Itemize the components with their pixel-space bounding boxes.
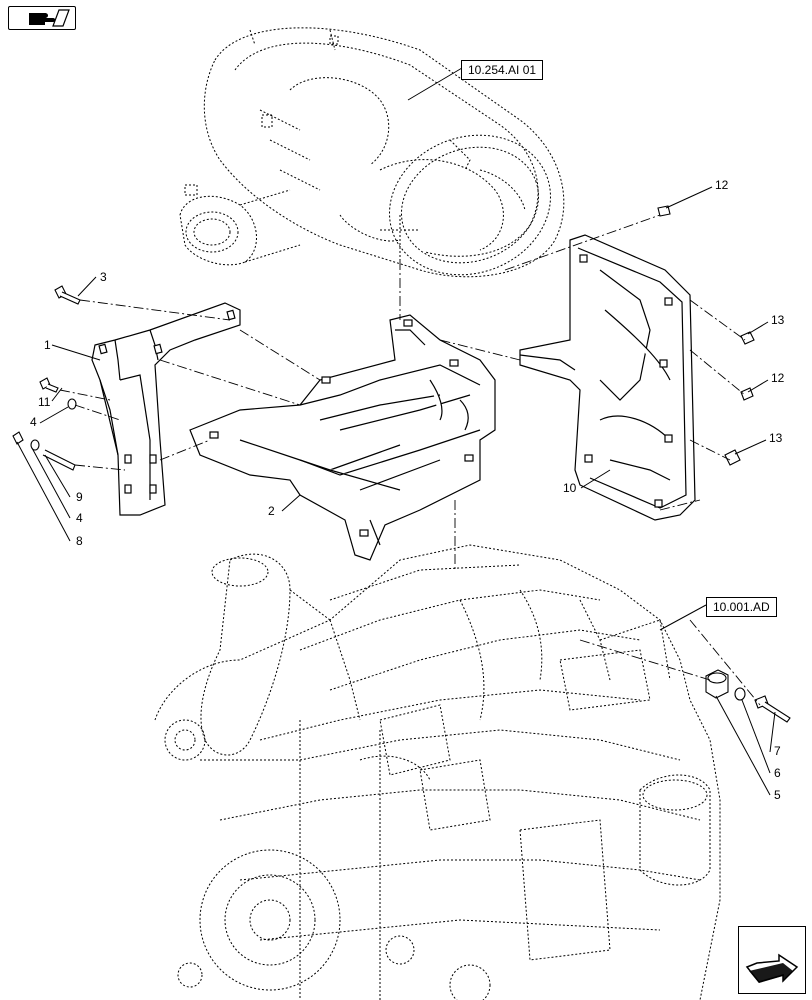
callout-10: 10 xyxy=(563,481,577,495)
assembly-lines xyxy=(59,214,761,706)
pointing-hand-icon[interactable] xyxy=(8,6,76,30)
pointing-hand-glyph xyxy=(29,9,70,27)
next-page-arrow-icon[interactable] xyxy=(738,926,806,994)
callout-13-upper: 13 xyxy=(771,313,785,327)
callout-7: 7 xyxy=(774,744,781,758)
engine-outline xyxy=(154,544,721,1000)
reference-leaders xyxy=(407,67,707,631)
next-page-arrow-glyph xyxy=(745,953,799,983)
callout-9: 9 xyxy=(76,490,83,504)
mounting-plate-part-10 xyxy=(519,234,696,521)
bracket-part-1 xyxy=(91,302,241,516)
fasteners xyxy=(12,205,791,723)
reference-box-engine[interactable]: 10.001.AD xyxy=(706,597,777,617)
callout-4-upper: 4 xyxy=(30,415,37,429)
callout-1: 1 xyxy=(44,338,51,352)
callout-13-lower: 13 xyxy=(769,431,783,445)
callout-2: 2 xyxy=(268,504,275,518)
reference-box-exhaust[interactable]: 10.254.AI 01 xyxy=(461,60,544,80)
callout-leaders xyxy=(16,186,776,796)
bracket-part-2-tray xyxy=(189,314,496,561)
callout-5: 5 xyxy=(774,788,781,802)
callout-3: 3 xyxy=(100,270,107,284)
callout-4-lower: 4 xyxy=(76,511,83,525)
callout-12-mid: 12 xyxy=(771,371,785,385)
exhaust-aftertreatment-outline xyxy=(179,27,565,278)
callout-12-top: 12 xyxy=(715,178,729,192)
callout-6: 6 xyxy=(774,766,781,780)
callout-8: 8 xyxy=(76,534,83,548)
callout-11: 11 xyxy=(38,395,51,409)
